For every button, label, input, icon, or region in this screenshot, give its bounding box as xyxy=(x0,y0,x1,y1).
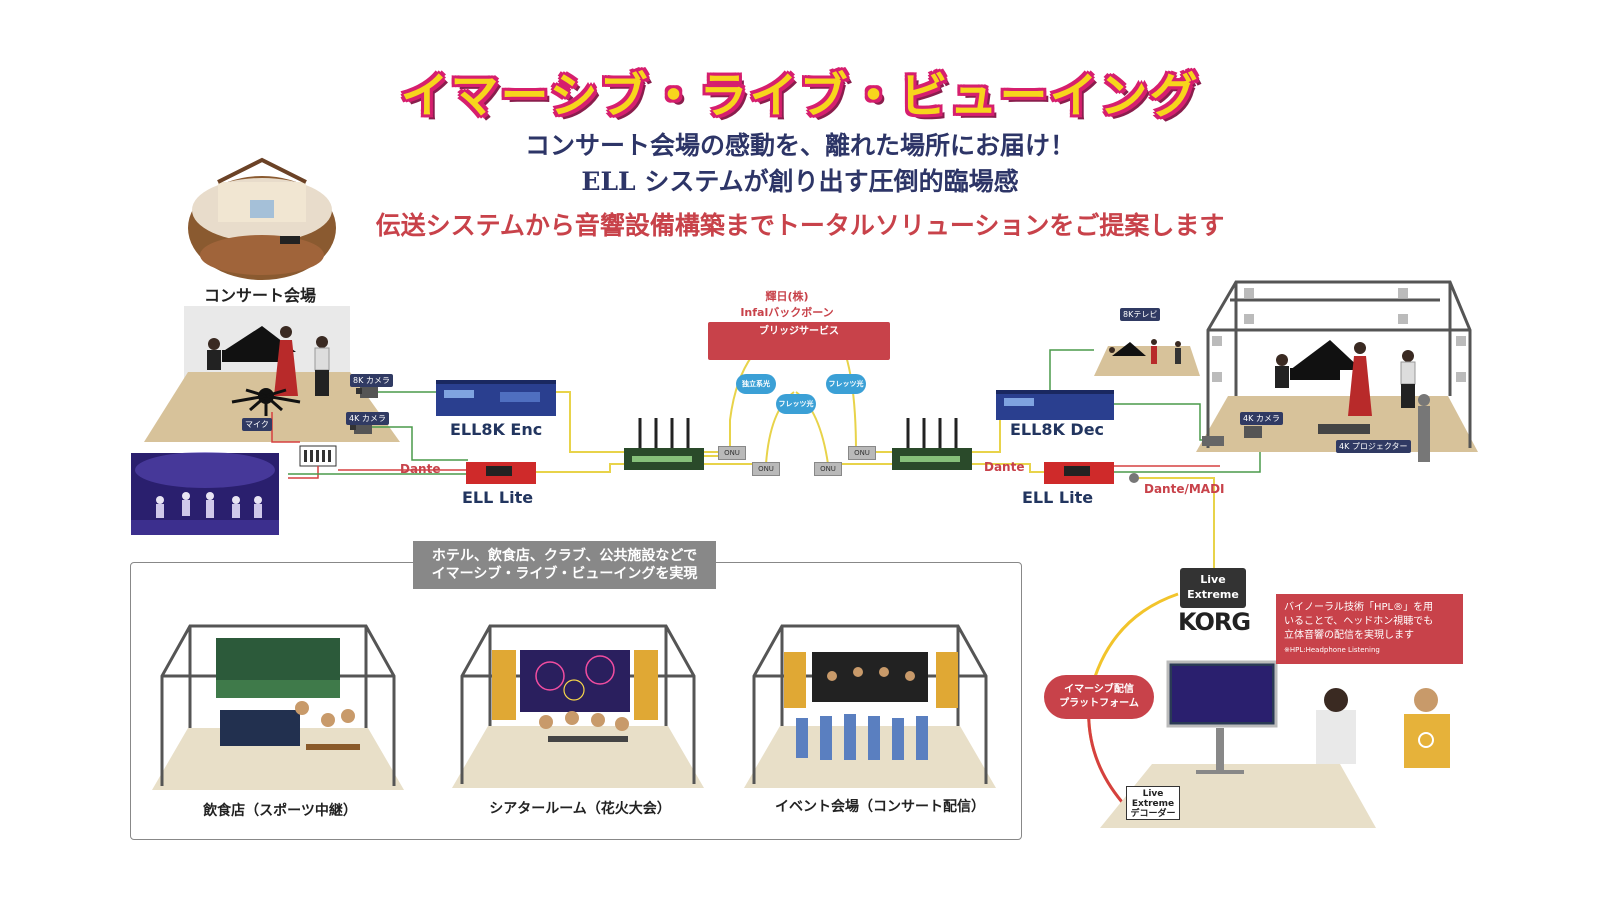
venues-box-title-line2: イマーシブ・ライブ・ビューイングを実現 xyxy=(431,566,698,582)
tagline: 伝送システムから音響設備構築までトータルソリューションをご提案します xyxy=(375,211,1225,240)
tv-8k-scene xyxy=(1094,339,1200,376)
camera-8k-label: 8K カメラ xyxy=(350,374,393,387)
venue-cage-1 xyxy=(152,624,404,790)
onu-4: ONU xyxy=(848,446,876,460)
network-provider: 輝日(株) Infalバックボーン xyxy=(722,288,852,320)
venues-box-title: ホテル、飲食店、クラブ、公共施設などで イマーシブ・ライブ・ビューイングを実現 xyxy=(413,541,716,589)
venue-label-theater: シアタールーム（花火大会） xyxy=(489,801,671,817)
onu-3: ONU xyxy=(814,462,842,476)
main-title: イマーシブ・ライブ・ビューイング xyxy=(400,68,1200,124)
projector-4k-label: 4K プロジェクター xyxy=(1336,440,1411,453)
ell8k-enc-label: ELL8K Enc xyxy=(450,420,543,439)
source-screen xyxy=(131,452,279,535)
hpl-line1: バイノーラル技術「HPL®」を用 xyxy=(1284,602,1434,613)
router-source xyxy=(624,418,704,470)
decoder-line3: デコーダー xyxy=(1130,809,1176,819)
subtitle-line1: コンサート会場の感動を、離れた場所にお届け！ xyxy=(524,131,1075,160)
dante-madi-label: Dante/MADI xyxy=(1144,482,1225,496)
concert-venue-label: コンサート会場 xyxy=(203,286,316,305)
live-extreme-line2: Extreme xyxy=(1187,588,1239,601)
camera-4k-label: 4K カメラ xyxy=(346,412,389,425)
live-extreme-box: Live Extreme xyxy=(1180,568,1246,608)
ell8k-dec-device xyxy=(996,390,1114,420)
live-extreme-decoder: Live Extreme デコーダー xyxy=(1126,786,1180,820)
live-extreme-line1: Live xyxy=(1200,573,1226,586)
decoder-line2: Extreme xyxy=(1131,799,1175,809)
ell-lite-source-device xyxy=(466,462,536,484)
immersive-platform-cloud: イマーシブ配信 プラットフォーム xyxy=(1044,675,1154,719)
tv-8k-label: 8Kテレビ xyxy=(1120,308,1161,321)
dest-venue xyxy=(1196,280,1478,462)
concert-hall-photo xyxy=(188,157,336,280)
mic-label: マイク xyxy=(242,418,272,431)
source-lines xyxy=(271,391,624,479)
venues-box-title-line1: ホテル、飲食店、クラブ、公共施設などで xyxy=(431,548,698,564)
onu-1: ONU xyxy=(718,446,746,460)
hpl-info-box: バイノーラル技術「HPL®」を用 いることで、ヘッドホン視聴でも 立体音響の配信… xyxy=(1276,594,1463,664)
hpl-line2: いることで、ヘッドホン視聴でも xyxy=(1284,616,1434,627)
ell8k-enc-device xyxy=(436,380,556,416)
flets-cloud-1: フレッツ光 xyxy=(776,394,816,414)
bridge-service-label: ブリッジサービス xyxy=(759,326,839,337)
ell8k-dec-label: ELL8K Dec xyxy=(1010,420,1105,439)
router-dest xyxy=(892,418,972,470)
dest-camera-4k-label: 4K カメラ xyxy=(1240,412,1283,425)
venue-label-event: イベント会場（コンサート配信） xyxy=(775,799,985,815)
backbone-name: Infalバックボーン xyxy=(740,306,834,319)
platform-line1: イマーシブ配信 xyxy=(1064,684,1134,695)
onu-2: ONU xyxy=(752,462,780,476)
ell-lite-dest-label: ELL Lite xyxy=(1022,488,1094,507)
decoder-line1: Live xyxy=(1142,789,1164,799)
platform-line2: プラットフォーム xyxy=(1059,698,1139,709)
venue-cage-2 xyxy=(452,624,704,788)
ell-lite-source-label: ELL Lite xyxy=(462,488,534,507)
dante-madi-node xyxy=(1129,473,1139,483)
venue-cage-3 xyxy=(744,624,996,788)
subtitle-line2: ELL システムが創り出す圧倒的臨場感 xyxy=(581,167,1019,196)
bridge-service-box: ブリッジサービス xyxy=(708,322,890,360)
korg-logo: KORG xyxy=(1178,608,1251,636)
flets-cloud-2: フレッツ光 xyxy=(826,374,866,394)
provider-name: 輝日(株) xyxy=(765,290,809,303)
venue-label-restaurant: 飲食店（スポーツ中継） xyxy=(203,803,357,819)
ell-lite-dest-device xyxy=(1044,462,1114,484)
hpl-note: ※HPL:Headphone Listening xyxy=(1284,646,1380,654)
dante-dest-label: Dante xyxy=(984,460,1025,474)
dante-source-label: Dante xyxy=(400,462,441,476)
dedicated-line-cloud: 独立系光 xyxy=(736,374,776,394)
hpl-line3: 立体音響の配信を実現します xyxy=(1284,630,1414,641)
source-stage xyxy=(144,306,400,467)
